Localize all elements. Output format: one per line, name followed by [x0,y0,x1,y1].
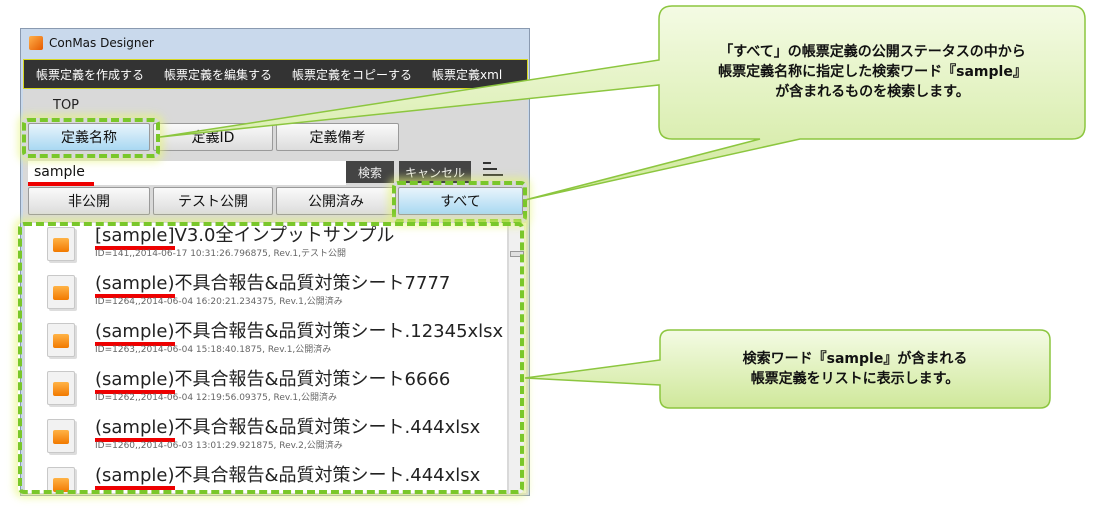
file-icon [47,323,75,357]
highlight-list [18,222,524,494]
item-meta: ID=1263,,2014-06-04 15:18:40.1875, Rev.1… [95,345,332,355]
list-item[interactable]: (sample)不具合報告&品質対策シート.444xlsx [25,461,507,493]
breadcrumb[interactable]: TOP [53,98,80,113]
item-meta: ID=1262,,2014-06-04 12:19:56.09375, Rev.… [95,393,338,403]
file-icon [47,419,75,453]
keyword: [sample] [95,225,175,250]
app-icon [29,36,43,50]
item-title: V3.0全インプットサンプル [174,225,395,246]
cancel-button[interactable]: キャンセル [399,161,471,183]
main-content: TOP 定義名称 定義ID 定義備考 sample 検索 キャンセル 非公開 テ… [23,90,528,495]
definition-list: [sample]V3.0全インプットサンプル ID=141,,2014-06-17… [25,223,507,493]
item-title: 不具合報告&品質対策シート.444xlsx [174,465,481,486]
filter-test-public[interactable]: テスト公開 [153,187,273,215]
search-input[interactable]: sample [28,161,346,185]
filter-published[interactable]: 公開済み [276,187,396,215]
item-meta: ID=141,,2014-06-17 10:31:26.796875, Rev.… [95,249,347,259]
tab-definition-name[interactable]: 定義名称 [28,123,150,151]
menu-edit[interactable]: 帳票定義を編集する [164,67,273,82]
item-meta: ID=1264,,2014-06-04 16:20:21.234375, Rev… [95,297,343,307]
keyword: (sample) [95,465,175,490]
list-item[interactable]: [sample]V3.0全インプットサンプル ID=141,,2014-06-17… [25,223,507,269]
item-title: 不具合報告&品質対策シート7777 [174,273,451,294]
menu-create[interactable]: 帳票定義を作成する [36,67,145,82]
file-icon [47,227,75,261]
callout-list-description: 検索ワード『sample』が含まれる帳票定義をリストに表示します。 [742,351,968,387]
highlight-all-filter [392,181,527,223]
filter-all[interactable]: すべて [398,187,523,215]
menu-copy[interactable]: 帳票定義をコピーする [292,67,413,82]
keyword: (sample) [95,417,175,442]
item-title: 不具合報告&品質対策シート.12345xlsx [174,321,504,342]
item-title: 不具合報告&品質対策シート6666 [174,369,451,390]
file-icon [47,467,75,493]
tab-definition-note[interactable]: 定義備考 [276,123,399,151]
filter-private[interactable]: 非公開 [28,187,150,215]
item-title: 不具合報告&品質対策シート.444xlsx [174,417,481,438]
highlight-name-tab [22,118,160,158]
sort-icon[interactable] [483,162,503,180]
title-bar: ConMas Designer [21,29,529,57]
keyword: (sample) [95,369,175,394]
keyword: (sample) [95,321,175,346]
item-meta: ID=1260,,2014-06-03 13:01:29.921875, Rev… [95,441,343,451]
file-icon [47,371,75,405]
menu-bar: 帳票定義を作成する 帳票定義を編集する 帳票定義をコピーする 帳票定義xml [23,59,528,89]
keyword: (sample) [95,273,175,298]
callout-search-description: 「すべて」の帳票定義の公開ステータスの中から帳票定義名称に指定した検索ワード『s… [718,44,1027,100]
file-icon [47,275,75,309]
menu-xml[interactable]: 帳票定義xml [432,67,503,82]
search-button[interactable]: 検索 [346,161,394,183]
window-title: ConMas Designer [49,36,154,50]
